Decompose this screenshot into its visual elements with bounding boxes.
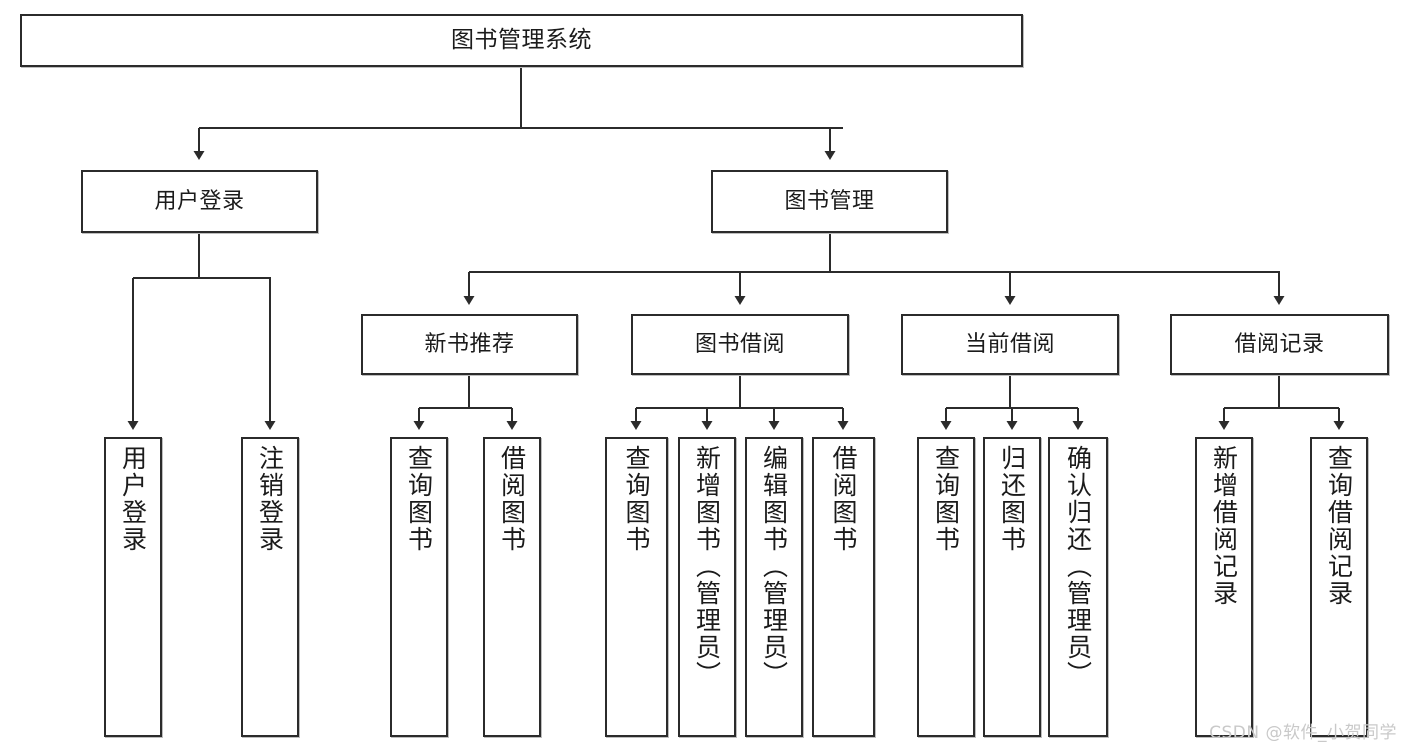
node-new-book-recommend[interactable]: 新书推荐 [361, 314, 578, 375]
node-book-management-label: 图书管理 [784, 188, 875, 214]
node-leaf-borrow-book-rec-label: 借阅图书 [497, 445, 527, 553]
node-leaf-borrow-book-rec[interactable]: 借阅图书 [483, 437, 541, 737]
node-book-borrow-label: 图书借阅 [694, 331, 785, 357]
node-leaf-add-borrow-record[interactable]: 新增借阅记录 [1195, 437, 1253, 737]
node-leaf-borrow-book-label: 借阅图书 [829, 445, 858, 553]
node-leaf-edit-book[interactable]: 编辑图书（管理员） [745, 437, 803, 737]
node-leaf-confirm-return[interactable]: 确认归还（管理员） [1048, 437, 1108, 737]
node-book-management[interactable]: 图书管理 [711, 170, 948, 233]
node-current-borrow[interactable]: 当前借阅 [901, 314, 1119, 375]
node-leaf-query-book-rec-label: 查询图书 [404, 445, 434, 553]
node-leaf-query-book-current-label: 查询图书 [931, 445, 961, 553]
node-book-borrow[interactable]: 图书借阅 [631, 314, 849, 375]
node-leaf-query-borrow-record[interactable]: 查询借阅记录 [1310, 437, 1368, 737]
node-leaf-user-login[interactable]: 用户登录 [104, 437, 162, 737]
node-leaf-query-book-rec[interactable]: 查询图书 [390, 437, 448, 737]
node-user-login[interactable]: 用户登录 [81, 170, 318, 233]
node-leaf-return-book[interactable]: 归还图书 [983, 437, 1041, 737]
node-leaf-add-borrow-record-label: 新增借阅记录 [1209, 445, 1239, 607]
watermark: CSDN @软件_小贺同学 [1209, 723, 1397, 743]
node-leaf-return-book-label: 归还图书 [997, 445, 1027, 553]
node-user-login-label: 用户登录 [154, 188, 245, 214]
node-leaf-query-book-borrow[interactable]: 查询图书 [605, 437, 668, 737]
node-leaf-confirm-return-label: 确认归还（管理员） [1063, 445, 1093, 688]
node-borrow-record[interactable]: 借阅记录 [1170, 314, 1389, 375]
node-leaf-edit-book-label: 编辑图书（管理员） [759, 445, 789, 688]
node-root[interactable]: 图书管理系统 [20, 14, 1023, 67]
node-leaf-borrow-book[interactable]: 借阅图书 [812, 437, 875, 737]
node-leaf-user-logout[interactable]: 注销登录 [241, 437, 299, 737]
node-leaf-user-logout-label: 注销登录 [255, 445, 285, 553]
node-leaf-add-book[interactable]: 新增图书（管理员） [678, 437, 736, 737]
node-leaf-add-book-label: 新增图书（管理员） [692, 445, 722, 688]
node-leaf-query-book-borrow-label: 查询图书 [622, 445, 651, 553]
node-root-label: 图书管理系统 [451, 26, 592, 53]
node-new-book-recommend-label: 新书推荐 [424, 331, 515, 357]
node-leaf-query-borrow-record-label: 查询借阅记录 [1324, 445, 1354, 607]
node-current-borrow-label: 当前借阅 [964, 331, 1055, 357]
node-leaf-user-login-label: 用户登录 [118, 445, 148, 553]
node-leaf-query-book-current[interactable]: 查询图书 [917, 437, 975, 737]
node-borrow-record-label: 借阅记录 [1234, 331, 1325, 357]
